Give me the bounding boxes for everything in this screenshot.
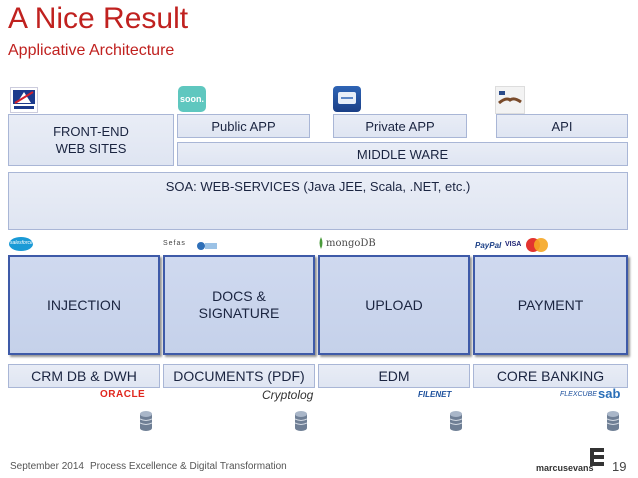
api-box: API: [496, 114, 628, 138]
frontend-label-line2: WEB SITES: [55, 141, 127, 156]
docs-label-line2: SIGNATURE: [198, 305, 280, 321]
footer-date: September 2014: [10, 461, 84, 472]
documents-pdf-box: DOCUMENTS (PDF): [163, 364, 315, 388]
salesforce-logo: salesforce: [8, 236, 34, 252]
injection-box: INJECTION: [8, 255, 160, 355]
marcusevans-emblem-icon: [590, 448, 604, 466]
database-icon: [450, 411, 462, 431]
filenet-logo-text: FILENET: [418, 390, 452, 399]
mongodb-leaf-icon: [319, 237, 323, 249]
mongodb-logo: mongoDB: [318, 237, 376, 249]
page-subtitle: Applicative Architecture: [8, 42, 175, 59]
documents-label: DOCUMENTS (PDF): [173, 367, 305, 384]
signature-provider-logo: [196, 238, 218, 252]
soon-logo-text: soon.: [180, 94, 204, 104]
soa-web-services-box: SOA: WEB-SERVICES (Java JEE, Scala, .NET…: [8, 172, 628, 230]
flexcube-logo-text: FLEXCUBE: [560, 391, 597, 398]
database-icon: [607, 411, 619, 431]
sab-logo: sab: [598, 386, 620, 401]
public-app-label: Public APP: [211, 118, 276, 134]
marcusevans-logo: marcusevans: [536, 448, 610, 474]
flexcube-logo: FLEXCUBE: [560, 391, 597, 398]
visa-logo-text: VISA: [505, 241, 522, 248]
api-logo: [495, 86, 525, 114]
cryptolog-logo: Cryptolog: [262, 388, 313, 402]
upload-label: UPLOAD: [365, 296, 423, 313]
page-number: 19: [612, 459, 627, 474]
middleware-box: MIDDLE WARE: [177, 142, 628, 166]
edm-label: EDM: [378, 367, 410, 384]
core-banking-label: CORE BANKING: [496, 367, 605, 384]
database-icon: [295, 411, 307, 431]
upload-box: UPLOAD: [318, 255, 470, 355]
frontend-label-line1: FRONT-END: [53, 124, 129, 139]
middleware-label: MIDDLE WARE: [356, 146, 449, 162]
salesforce-logo-text: salesforce: [10, 240, 33, 246]
private-app-label: Private APP: [365, 118, 435, 134]
database-icon: [140, 411, 152, 431]
sefas-logo: Sefas: [163, 240, 186, 247]
paypal-logo: PayPal: [475, 241, 501, 250]
axa-logo: [10, 87, 38, 113]
private-app-logo: [333, 86, 361, 112]
filenet-logo: FILENET: [418, 390, 451, 399]
payment-label: PAYMENT: [517, 296, 584, 313]
footer-topic: Process Excellence & Digital Transformat…: [90, 461, 287, 472]
injection-label: INJECTION: [47, 296, 121, 313]
edm-box: EDM: [318, 364, 470, 388]
crm-dwh-box: CRM DB & DWH: [8, 364, 160, 388]
sab-logo-text: sab: [598, 386, 621, 401]
oracle-logo-text: ORACLE: [100, 389, 146, 400]
page-title: A Nice Result: [8, 2, 189, 35]
frontend-websites-box: FRONT-END WEB SITES: [8, 114, 174, 166]
soon-logo: soon.: [178, 86, 206, 112]
private-app-box: Private APP: [333, 114, 467, 138]
core-banking-box: CORE BANKING: [473, 364, 628, 388]
paypal-logo-text: PayPal: [475, 241, 502, 250]
mongodb-logo-text: mongoDB: [326, 237, 376, 249]
crm-label: CRM DB & DWH: [31, 367, 137, 384]
api-label: API: [551, 118, 573, 134]
visa-logo: VISA: [505, 241, 521, 248]
docs-signature-box: DOCS & SIGNATURE: [163, 255, 315, 355]
payment-box: PAYMENT: [473, 255, 628, 355]
docs-label-line1: DOCS &: [212, 288, 266, 304]
cryptolog-logo-text: Cryptolog: [262, 388, 314, 402]
marcusevans-logo-text: marcusevans: [536, 463, 594, 473]
mastercard-logo: [525, 237, 549, 253]
public-app-box: Public APP: [177, 114, 310, 138]
oracle-logo: ORACLE: [100, 389, 145, 400]
soa-label: SOA: WEB-SERVICES (Java JEE, Scala, .NET…: [165, 179, 471, 194]
sefas-logo-text: Sefas: [163, 240, 186, 247]
